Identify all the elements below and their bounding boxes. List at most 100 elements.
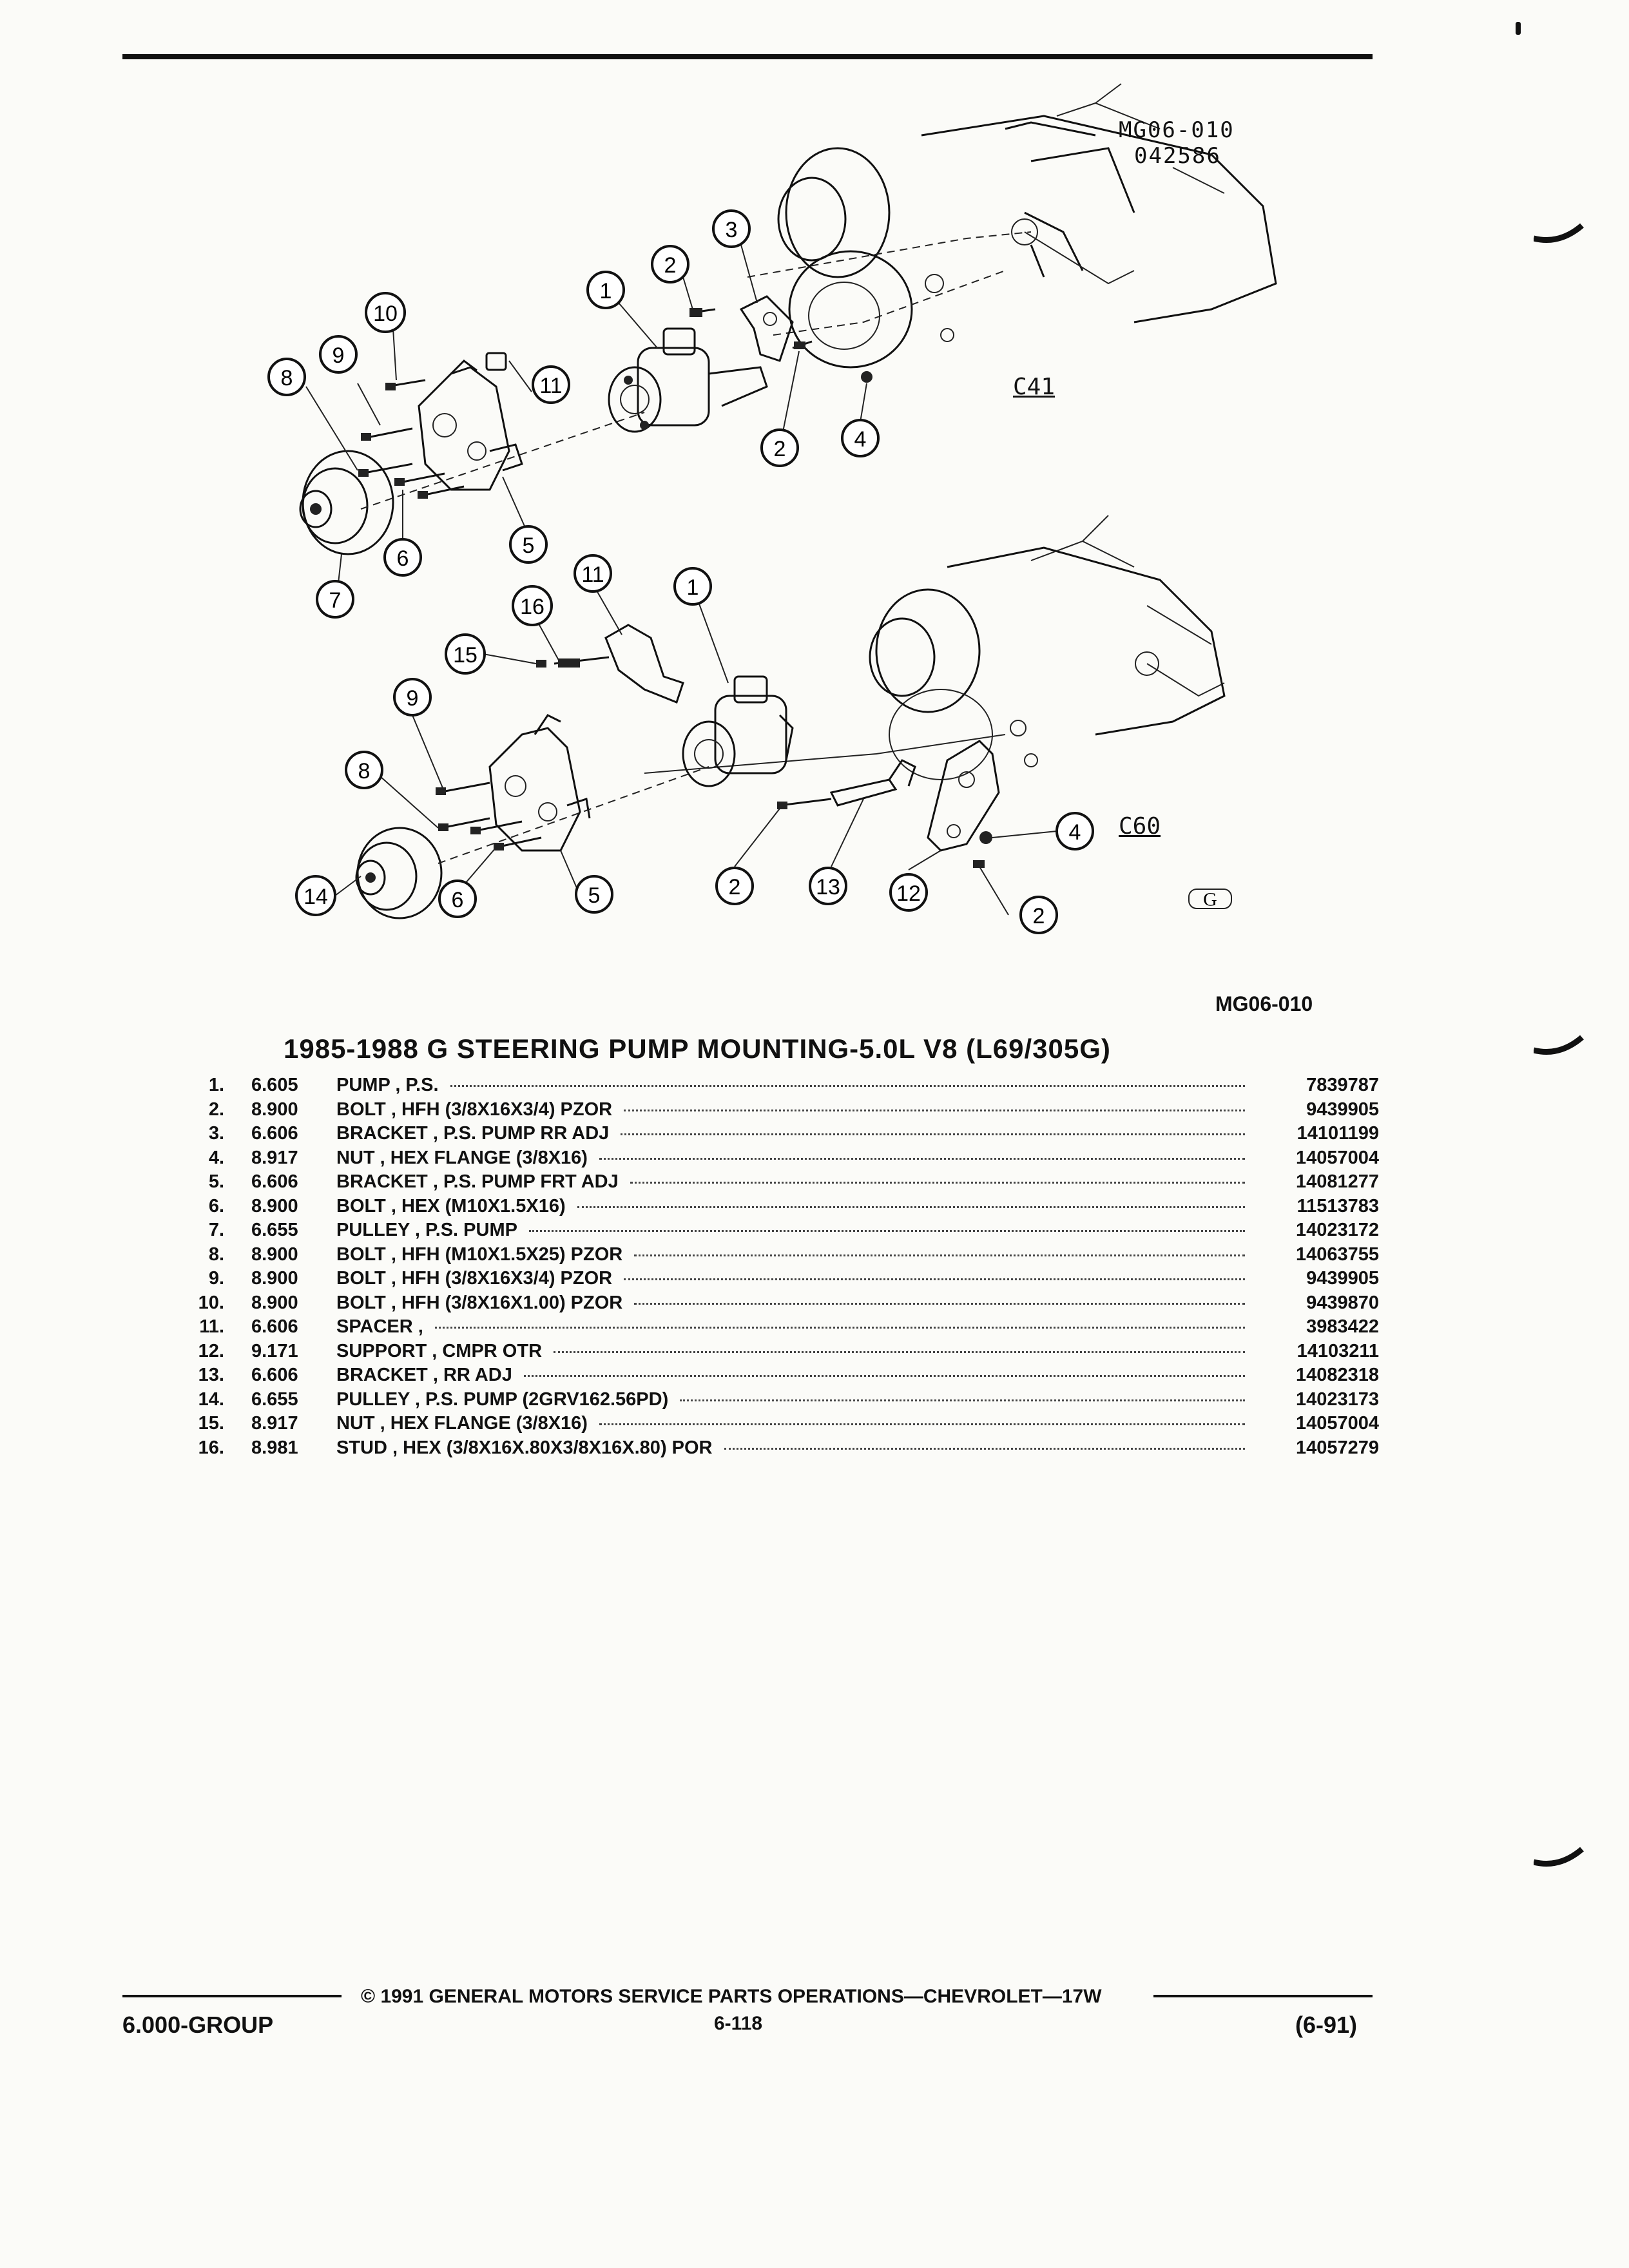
callout-upper-10: 10	[365, 292, 406, 333]
svg-text:4: 4	[1069, 820, 1081, 845]
dot-leader	[554, 1350, 1245, 1353]
item-number: 9.	[208, 1268, 224, 1289]
binder-hole-mark-1	[1534, 223, 1584, 243]
item-number: 3.	[208, 1123, 224, 1144]
callout-lower-12: 12	[889, 873, 928, 912]
group-number: 6.606	[251, 1123, 298, 1144]
svg-text:16: 16	[520, 595, 545, 619]
item-number: 8.	[208, 1244, 224, 1265]
svg-text:11: 11	[539, 374, 562, 398]
svg-text:8: 8	[358, 759, 371, 783]
parts-row: 14. 6.655 PULLEY , P.S. PUMP (2GRV162.56PD…	[193, 1389, 1379, 1414]
group-number: 6.606	[251, 1171, 298, 1192]
part-number: 3983422	[1306, 1316, 1379, 1337]
model-tag-lower: C60	[1119, 813, 1161, 840]
item-number: 2.	[208, 1099, 224, 1120]
item-number: 6.	[208, 1195, 224, 1216]
svg-text:2: 2	[774, 437, 786, 461]
upper-fasteners	[358, 352, 645, 510]
part-description: SUPPORT , CMPR OTR	[336, 1340, 543, 1361]
edge-mark	[1516, 22, 1521, 35]
part-number: 9439905	[1306, 1099, 1379, 1120]
item-number: 4.	[208, 1147, 224, 1168]
part-number: 11513783	[1296, 1195, 1379, 1216]
part-description: NUT , HEX FLANGE (3/8X16)	[336, 1413, 588, 1434]
svg-text:1: 1	[600, 279, 612, 303]
dot-leader	[724, 1447, 1245, 1450]
part-description: BOLT , HEX (M10X1.5X16)	[336, 1195, 566, 1216]
callout-upper-6: 6	[383, 538, 422, 577]
svg-text:2: 2	[1033, 904, 1045, 928]
svg-text:1: 1	[687, 575, 699, 600]
reference-code-line-2: 042586	[1134, 143, 1221, 169]
upper-leader-lines	[305, 244, 867, 584]
group-number: 8.917	[251, 1147, 298, 1168]
part-number: 14057004	[1295, 1147, 1379, 1168]
svg-text:7: 7	[329, 588, 342, 613]
item-number: 1.	[208, 1075, 224, 1095]
binder-hole-mark-2	[1534, 1035, 1584, 1055]
dot-leader	[523, 1375, 1245, 1377]
dot-leader	[434, 1327, 1245, 1329]
group-number: 6.605	[251, 1075, 298, 1095]
svg-text:12: 12	[896, 881, 921, 906]
footer-group: 6.000-GROUP	[122, 2012, 274, 2038]
part-number: 14063755	[1295, 1244, 1379, 1265]
svg-text:3: 3	[726, 218, 738, 242]
item-number: 14.	[198, 1389, 224, 1410]
footer-rule-right	[1153, 1995, 1373, 1997]
copyright-notice: © 1991 GENERAL MOTORS SERVICE PARTS OPER…	[361, 1986, 1102, 2007]
upper-rear-bracket	[689, 295, 872, 383]
part-number: 9439870	[1306, 1292, 1379, 1313]
part-number: 14023173	[1295, 1389, 1379, 1410]
dot-leader	[624, 1278, 1245, 1280]
item-number: 7.	[208, 1220, 224, 1240]
lower-front-bracket	[488, 714, 591, 852]
svg-text:5: 5	[588, 883, 601, 908]
footer-rule-left	[122, 1995, 342, 1997]
callout-upper-1: 1	[586, 271, 625, 309]
part-description: SPACER ,	[336, 1316, 423, 1337]
callout-upper-5: 5	[509, 525, 548, 564]
group-number: 8.900	[251, 1268, 298, 1289]
reference-code-line-1: MG06-010	[1119, 117, 1235, 143]
item-number: 16.	[198, 1437, 224, 1458]
svg-text:15: 15	[453, 643, 477, 668]
callout-lower-6: 6	[438, 879, 477, 918]
svg-text:6: 6	[452, 888, 464, 912]
svg-text:G: G	[1203, 889, 1217, 910]
dot-leader	[599, 1423, 1245, 1425]
part-description: BRACKET , P.S. PUMP RR ADJ	[336, 1123, 610, 1144]
svg-text:9: 9	[407, 686, 419, 711]
dot-leader	[599, 1157, 1245, 1160]
lower-leader-lines	[334, 586, 1057, 916]
footer-date: (6-91)	[1295, 2012, 1358, 2038]
svg-text:4: 4	[854, 427, 867, 452]
figure-id: MG06-010	[1215, 992, 1313, 1015]
part-description: BRACKET , RR ADJ	[336, 1365, 512, 1385]
item-number: 13.	[198, 1365, 224, 1385]
callout-lower-2b: 2	[1019, 896, 1058, 934]
svg-text:11: 11	[581, 562, 604, 587]
group-number: 6.655	[251, 1389, 298, 1410]
part-number: 14082318	[1295, 1365, 1379, 1385]
part-description: BRACKET , P.S. PUMP FRT ADJ	[336, 1171, 619, 1192]
svg-text:9: 9	[333, 343, 345, 368]
part-description: BOLT , HFH (M10X1.5X25) PZOR	[336, 1244, 623, 1265]
callout-lower-15: 15	[445, 633, 486, 675]
item-number: 15.	[198, 1413, 224, 1434]
part-description: PULLEY , P.S. PUMP (2GRV162.56PD)	[336, 1389, 669, 1410]
model-tag-upper: C41	[1013, 374, 1055, 400]
dot-leader	[680, 1399, 1245, 1401]
callout-upper-11: 11	[532, 365, 570, 404]
upper-engine-block	[777, 83, 1277, 369]
dot-leader	[450, 1085, 1245, 1087]
